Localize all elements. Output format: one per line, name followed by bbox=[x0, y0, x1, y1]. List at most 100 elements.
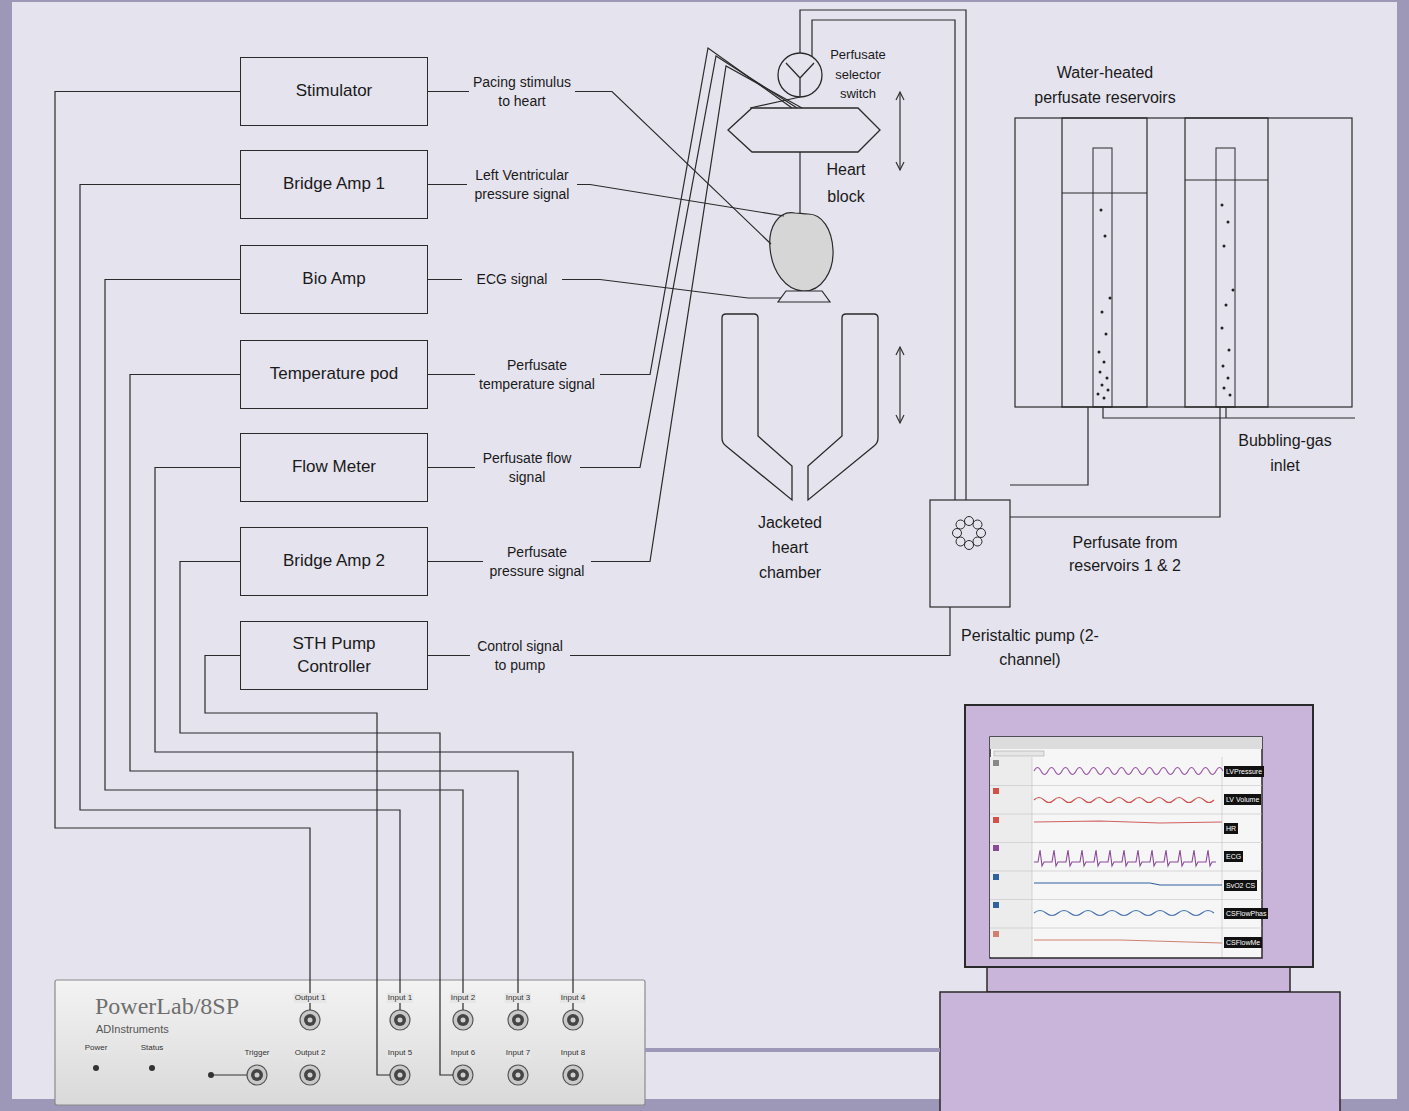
perfusate-reservoirs: Water-heated perfusate reservoirs bbox=[1015, 118, 1352, 407]
heart-block: Heart block bbox=[728, 108, 880, 152]
heart-chamber: Jacketed heart chamber bbox=[722, 314, 878, 500]
node-label: Water-heated perfusate reservoirs bbox=[1025, 60, 1185, 110]
bnc-jack bbox=[563, 1010, 583, 1030]
channel-button bbox=[993, 760, 999, 766]
bnc-jack bbox=[508, 1065, 528, 1085]
fluid-level bbox=[1062, 192, 1147, 193]
bubble bbox=[1225, 304, 1228, 307]
channel-button bbox=[993, 931, 999, 937]
divider bbox=[990, 899, 1262, 900]
instrument-box: Bridge Amp 1 bbox=[240, 150, 428, 219]
gas-line bbox=[1103, 407, 1355, 418]
channel-name: LVPressure bbox=[1224, 766, 1264, 777]
port-label: Input 2 bbox=[450, 993, 476, 1003]
bnc-jack bbox=[390, 1010, 410, 1030]
roller bbox=[953, 529, 962, 538]
bubble bbox=[1105, 333, 1108, 336]
port-label: Trigger bbox=[243, 1048, 270, 1058]
box-label: Flow Meter bbox=[292, 456, 376, 479]
roller bbox=[965, 541, 974, 550]
bubble bbox=[1222, 365, 1225, 368]
gas-tube bbox=[1216, 148, 1235, 407]
signal-label: Perfusate flow signal bbox=[475, 449, 580, 487]
signal-wire bbox=[428, 92, 771, 245]
divider bbox=[990, 871, 1262, 872]
axis-column bbox=[990, 757, 1032, 957]
node-label: Perfusate selector switch bbox=[826, 45, 890, 104]
roller bbox=[965, 517, 974, 526]
signal-wire bbox=[428, 66, 802, 562]
box-label: Bridge Amp 2 bbox=[283, 550, 385, 573]
ecg-electrode bbox=[778, 291, 830, 302]
bubble bbox=[1101, 384, 1104, 387]
data-cable bbox=[645, 1048, 940, 1052]
box-label: Bio Amp bbox=[302, 268, 365, 291]
chamber-half bbox=[808, 314, 878, 500]
port-label: Input 6 bbox=[450, 1048, 476, 1058]
signal-label: ECG signal bbox=[462, 270, 562, 289]
box-label: Stimulator bbox=[296, 80, 373, 103]
status-led bbox=[149, 1065, 155, 1071]
signal-wire bbox=[750, 97, 800, 108]
computer: LVPressureLV VolumeHRECGSvO2 CSCSFlowPha… bbox=[940, 705, 1340, 1111]
channel-button bbox=[993, 788, 999, 794]
box-label: Bridge Amp 1 bbox=[283, 173, 385, 196]
channel-button bbox=[993, 902, 999, 908]
node-label: PowerLab/8SP bbox=[95, 992, 239, 1020]
volume-trace bbox=[1034, 798, 1214, 803]
channel-buttons bbox=[993, 760, 999, 937]
instrument-box: Stimulator bbox=[240, 57, 428, 126]
bubble bbox=[1228, 349, 1231, 352]
power-led bbox=[93, 1065, 99, 1071]
channel-dividers bbox=[990, 757, 1262, 957]
computer-base bbox=[940, 992, 1340, 1111]
reservoir bbox=[1062, 118, 1147, 407]
signal-label: Pacing stimulus to heart bbox=[469, 73, 575, 111]
divider bbox=[990, 814, 1262, 815]
divider bbox=[990, 928, 1262, 929]
channel-name: CSFlowMe bbox=[1224, 937, 1262, 948]
bubble bbox=[1103, 397, 1106, 400]
screen bbox=[990, 737, 1262, 958]
port-label: Input 7 bbox=[505, 1048, 531, 1058]
node-label: ADInstruments bbox=[96, 1023, 169, 1036]
bubble bbox=[1098, 351, 1101, 354]
bubble bbox=[1104, 235, 1107, 238]
flow-trace bbox=[1034, 911, 1214, 916]
port-label: Input 3 bbox=[505, 993, 531, 1003]
port-label: Status bbox=[140, 1043, 165, 1053]
node-label: Heart block bbox=[819, 156, 874, 210]
roller bbox=[956, 520, 965, 529]
instrument-box: STH Pump Controller bbox=[240, 621, 428, 690]
port-label: Power bbox=[84, 1043, 109, 1053]
signal-label: Perfusate pressure signal bbox=[483, 543, 591, 581]
instrument-box: Flow Meter bbox=[240, 433, 428, 502]
signal-wire bbox=[1010, 407, 1088, 485]
traces bbox=[1034, 768, 1223, 944]
chamber-half bbox=[722, 314, 792, 500]
signal-wire bbox=[130, 375, 518, 1011]
signal-label: Perfusate temperature signal bbox=[475, 356, 600, 394]
instrument-box: Temperature pod bbox=[240, 340, 428, 409]
roller bbox=[973, 537, 982, 546]
pump-rollers bbox=[953, 517, 986, 550]
bnc-jack bbox=[453, 1010, 473, 1030]
signal-wire bbox=[800, 10, 966, 500]
channel-name: CSFlowPhas bbox=[1224, 908, 1268, 919]
bubble bbox=[1101, 311, 1104, 314]
bnc-jack bbox=[390, 1065, 410, 1085]
reservoir bbox=[1185, 118, 1268, 407]
roller bbox=[973, 520, 982, 529]
rate-trace bbox=[1034, 821, 1222, 823]
powerlab-panel bbox=[55, 980, 645, 1105]
bubble bbox=[1223, 387, 1226, 390]
ecg-trace bbox=[1034, 850, 1216, 866]
bubble bbox=[1099, 371, 1102, 374]
bubble bbox=[1103, 361, 1106, 364]
pressure-trace bbox=[1034, 768, 1223, 775]
movement-arrow bbox=[899, 347, 900, 423]
instrument-box: Bio Amp bbox=[240, 245, 428, 314]
bubble bbox=[1100, 209, 1103, 212]
